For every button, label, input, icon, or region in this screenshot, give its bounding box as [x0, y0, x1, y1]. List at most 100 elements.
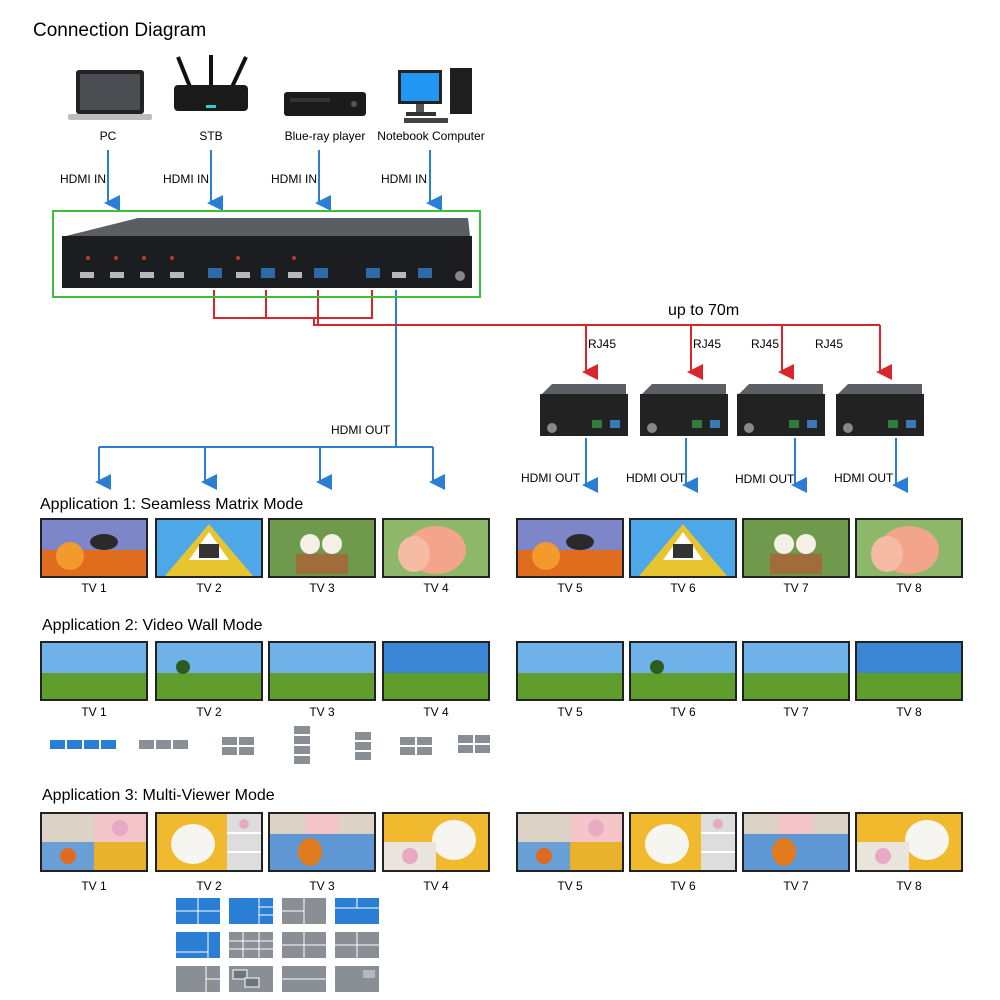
tv-label: TV 7: [783, 581, 809, 595]
tv-screen-bee: [40, 518, 148, 578]
hdmi-in-label: HDMI IN: [163, 172, 209, 186]
hdbaset-receiver: [836, 384, 924, 436]
tv-screen-bee: [516, 518, 624, 578]
tv-screen-quad-view: [40, 812, 148, 872]
tv-screen-dog-multiview: [629, 812, 737, 872]
multiview-layout-icon[interactable]: [176, 932, 220, 958]
receiver-hdmi-out-label: HDMI OUT: [521, 471, 581, 485]
application-2-title: Application 2: Video Wall Mode: [42, 617, 263, 634]
laptop-icon: [68, 70, 152, 120]
tv-screen-landscape: [629, 641, 737, 701]
tv-screen-landscape: [855, 641, 963, 701]
tv-screen-landscape: [40, 641, 148, 701]
receiver-hdmi-out-label: HDMI OUT: [834, 471, 894, 485]
multiview-layout-icon[interactable]: [282, 932, 326, 958]
tv-label: TV 2: [196, 705, 222, 719]
tv-label: TV 3: [309, 581, 335, 595]
tv-label: TV 2: [196, 581, 222, 595]
tv-label: TV 8: [896, 879, 922, 893]
tv-screen-dog-multiview: [855, 812, 963, 872]
multiview-layout-icon[interactable]: [229, 898, 273, 924]
multiview-layout-icon[interactable]: [335, 932, 379, 958]
tv-screen-quad-view: [516, 812, 624, 872]
tv-screen-landscape: [516, 641, 624, 701]
hdbaset-receiver: [640, 384, 728, 436]
source-label-stb: STB: [199, 129, 223, 143]
source-label-notebook: Notebook Computer: [377, 129, 485, 143]
distance-label: up to 70m: [668, 302, 740, 319]
tv-label: TV 1: [81, 581, 107, 595]
multiview-layout-icon[interactable]: [335, 966, 379, 992]
tv-screen-flower: [382, 518, 490, 578]
tv-label: TV 3: [309, 705, 335, 719]
application-1-title: Application 1: Seamless Matrix Mode: [40, 496, 304, 513]
tv-label: TV 4: [423, 705, 449, 719]
tv-label: TV 6: [670, 879, 696, 893]
hdmi-out-label: HDMI OUT: [331, 423, 391, 437]
receiver-hdmi-out-label: HDMI OUT: [626, 471, 686, 485]
application-3-title: Application 3: Multi-Viewer Mode: [42, 787, 275, 804]
tv-label: TV 2: [196, 879, 222, 893]
tv-label: TV 4: [423, 581, 449, 595]
hdmi-in-label: HDMI IN: [381, 172, 427, 186]
hdmi-in-label: HDMI IN: [271, 172, 317, 186]
wall-layout-3x1-icon[interactable]: [355, 732, 373, 760]
hdmi-in-label: HDMI IN: [60, 172, 106, 186]
matrix-switcher-outline: [52, 210, 481, 298]
tv-label: TV 1: [81, 705, 107, 719]
tv-screen-house: [155, 518, 263, 578]
diagram-title: Connection Diagram: [33, 20, 207, 41]
tv-label: TV 6: [670, 581, 696, 595]
wall-layout-2x2-icon[interactable]: [400, 737, 434, 757]
tv-screen-landscape: [155, 641, 263, 701]
tv-screen-puppies: [742, 518, 850, 578]
tv-screen-landscape: [742, 641, 850, 701]
router-icon: [174, 55, 248, 111]
matrix-switcher-device: [62, 218, 472, 288]
tv-screen-puppies: [268, 518, 376, 578]
tv-screen-landscape: [382, 641, 490, 701]
multiview-layout-icon[interactable]: [176, 966, 220, 992]
multiview-layout-icon[interactable]: [176, 898, 220, 924]
tv-label: TV 3: [309, 879, 335, 893]
multiview-layout-icon[interactable]: [229, 966, 273, 992]
tv-screen-balloon-multiview: [268, 812, 376, 872]
wall-layout-2x2-icon[interactable]: [458, 735, 490, 755]
tv-label: TV 8: [896, 705, 922, 719]
bluray-player-icon: [284, 92, 366, 116]
tv-screen-dog-multiview: [155, 812, 263, 872]
wall-layout-4x1-icon[interactable]: [294, 726, 312, 764]
wall-layout-1x3-icon[interactable]: [139, 739, 189, 751]
tv-label: TV 6: [670, 705, 696, 719]
rj45-label: RJ45: [588, 337, 617, 351]
rj45-label: RJ45: [751, 337, 780, 351]
tv-label: TV 7: [783, 705, 809, 719]
rj45-label: RJ45: [815, 337, 844, 351]
multiview-layout-icon[interactable]: [229, 932, 273, 958]
desktop-computer-icon: [398, 68, 472, 123]
tv-label: TV 5: [557, 705, 583, 719]
receiver-hdmi-out-label: HDMI OUT: [735, 472, 795, 486]
tv-label: TV 1: [81, 879, 107, 893]
hdbaset-receiver: [737, 384, 825, 436]
wall-layout-2x2-icon[interactable]: [222, 737, 256, 757]
tv-label: TV 7: [783, 879, 809, 893]
tv-label: TV 4: [423, 879, 449, 893]
wall-layout-1x4-icon[interactable]: [50, 739, 116, 751]
multiview-layout-icon[interactable]: [335, 898, 379, 924]
tv-screen-landscape: [268, 641, 376, 701]
source-label-pc: PC: [99, 129, 117, 143]
hdbaset-receiver: [540, 384, 628, 436]
tv-screen-flower: [855, 518, 963, 578]
tv-label: TV 5: [557, 879, 583, 893]
multiview-layout-icon[interactable]: [282, 898, 326, 924]
tv-screen-balloon-multiview: [742, 812, 850, 872]
tv-screen-house: [629, 518, 737, 578]
rj45-label: RJ45: [693, 337, 722, 351]
tv-screen-dog-multiview: [382, 812, 490, 872]
tv-label: TV 5: [557, 581, 583, 595]
multiview-layout-icon[interactable]: [282, 966, 326, 992]
source-label-bluray: Blue-ray player: [284, 129, 366, 143]
tv-label: TV 8: [896, 581, 922, 595]
